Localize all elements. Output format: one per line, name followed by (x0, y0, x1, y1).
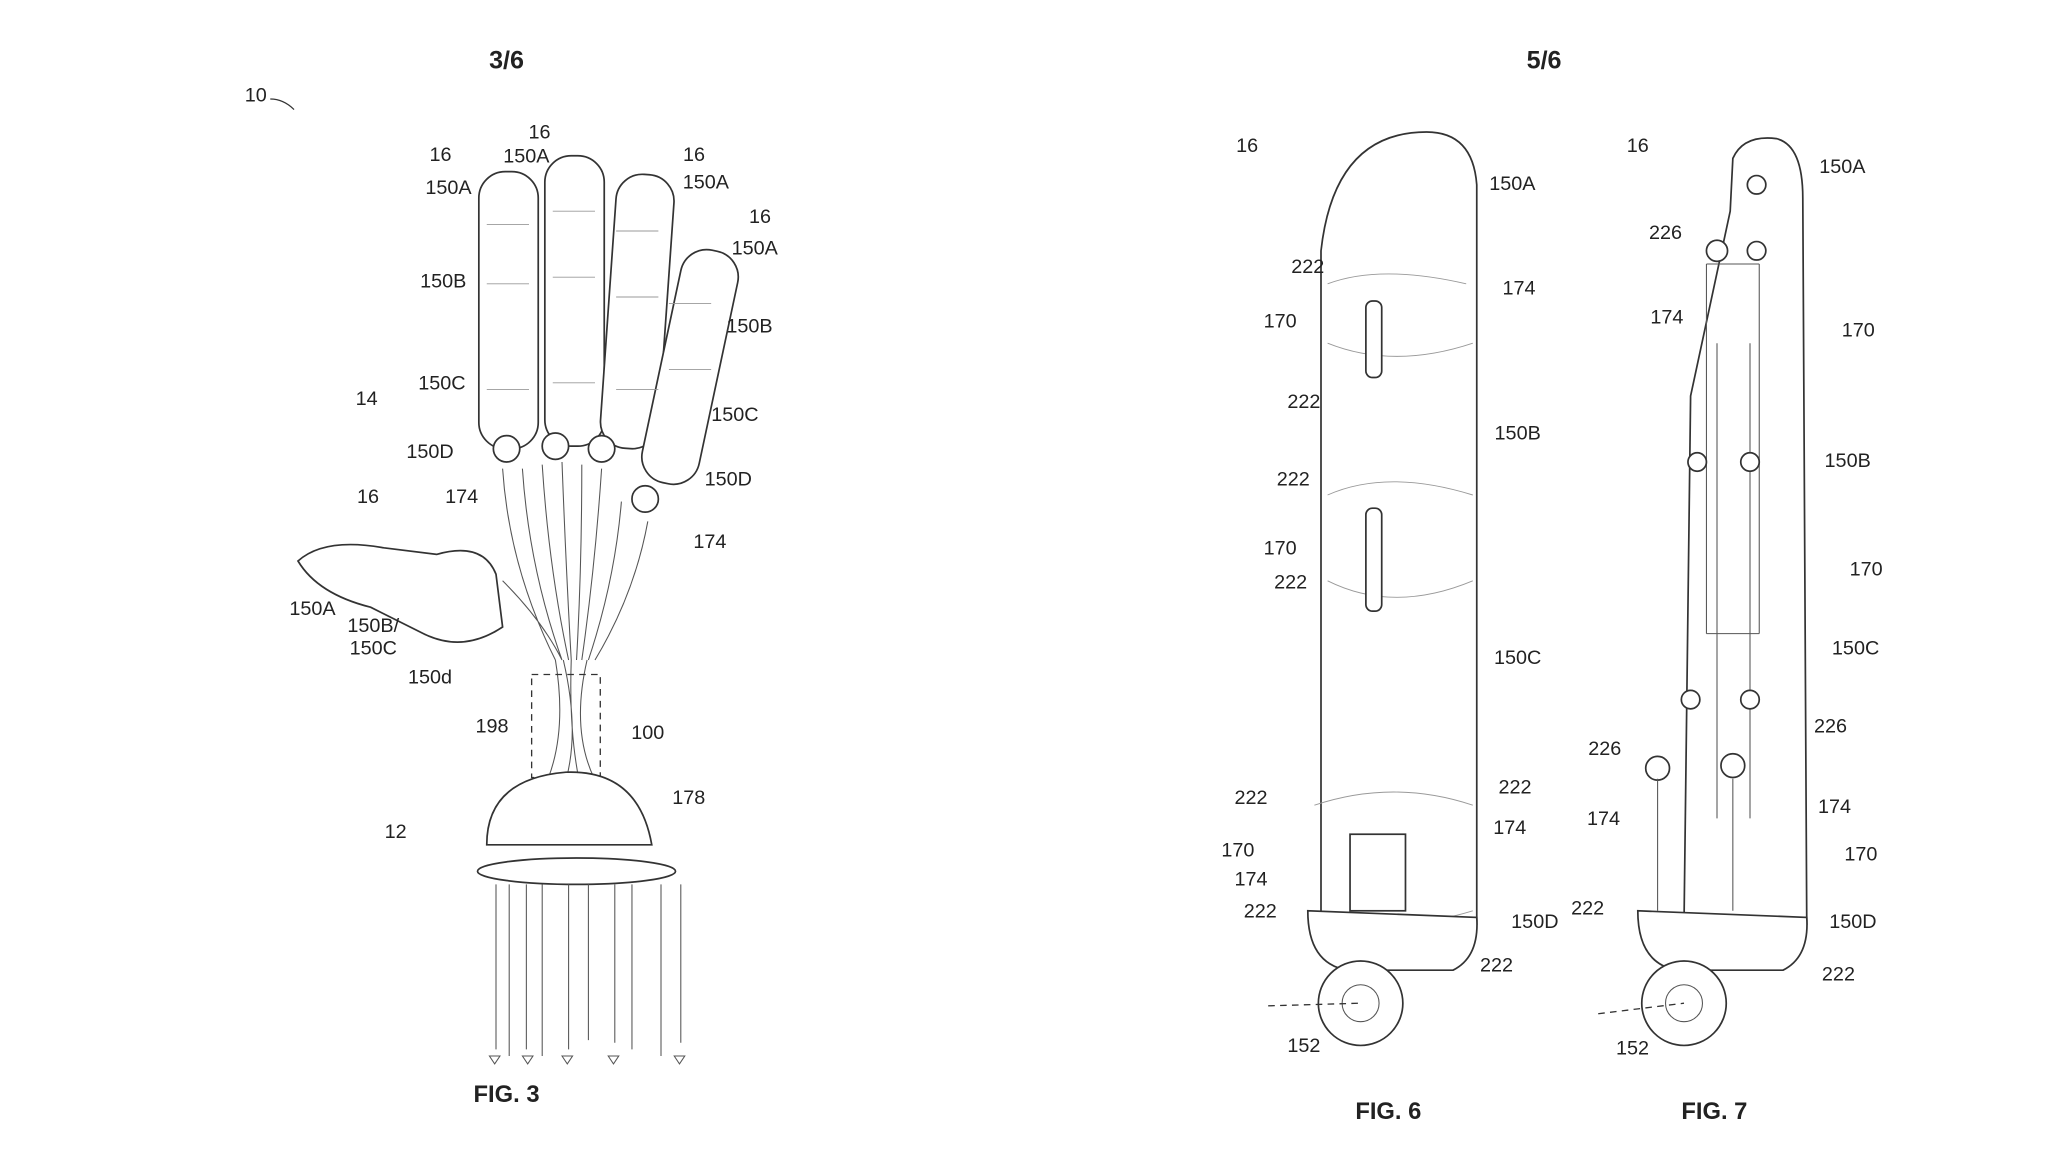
fig3-hand-drawing (296, 154, 740, 1065)
ref-10: 10 (245, 85, 267, 107)
ref-170: 170 (1264, 310, 1297, 332)
ref-222: 222 (1287, 391, 1320, 413)
ref-170: 170 (1264, 537, 1297, 559)
ref-16: 16 (749, 206, 771, 228)
ref-222: 222 (1571, 898, 1604, 920)
ref-150d: 150D (705, 469, 752, 491)
ref-170: 170 (1844, 844, 1877, 866)
ref-16: 16 (430, 144, 452, 166)
ref-150a: 150A (503, 145, 550, 167)
ref-174: 174 (1493, 817, 1526, 839)
ref-16: 16 (1627, 135, 1649, 157)
ref-150b: 150B (1825, 450, 1871, 472)
fig3-labels: 10 16 16 16 16 16 150A 150A 150A 150A 15… (245, 85, 779, 1108)
ref-174: 174 (445, 486, 478, 508)
ref-100: 100 (631, 722, 664, 744)
ref-178: 178 (672, 787, 705, 809)
ref-16: 16 (357, 486, 379, 508)
ref-152: 152 (1616, 1038, 1649, 1060)
ref-174: 174 (1235, 869, 1268, 891)
ref-222: 222 (1499, 776, 1532, 798)
ref-170: 170 (1842, 320, 1875, 342)
ref-222: 222 (1274, 572, 1307, 594)
fig7-labels: 16 150A 150B 150C 150D 152 226 226 226 1… (1571, 135, 1883, 1125)
ref-150a: 150A (1489, 173, 1536, 195)
ref-16: 16 (1236, 135, 1258, 157)
ref-150b-150c: 150C (350, 638, 397, 660)
ref-226: 226 (1588, 738, 1621, 760)
ref-150b: 150B (1495, 423, 1541, 445)
fig6-caption: FIG. 6 (1355, 1098, 1421, 1125)
ref-174: 174 (1650, 306, 1683, 328)
ref-174: 174 (1502, 277, 1535, 299)
ref-150a: 150A (425, 177, 472, 199)
fig7-caption: FIG. 7 (1681, 1098, 1747, 1125)
ref-152: 152 (1287, 1035, 1320, 1057)
ref-226: 226 (1649, 222, 1682, 244)
ref-16: 16 (683, 144, 705, 166)
ref-150a: 150A (1819, 156, 1866, 178)
fig3-caption: FIG. 3 (474, 1081, 540, 1108)
ref-16: 16 (529, 122, 551, 144)
sheet-number-right: 5/6 (1527, 47, 1562, 75)
ref-222: 222 (1822, 964, 1855, 986)
ref-12: 12 (385, 821, 407, 843)
ref-150b: 150B (420, 271, 466, 293)
ref-150b-150c: 150B/ (347, 615, 399, 637)
ref-150a: 150A (289, 598, 336, 620)
ref-150d-lower: 150d (408, 667, 452, 689)
ref-150c: 150C (711, 404, 758, 426)
ref-222: 222 (1291, 256, 1324, 278)
ref-198: 198 (476, 716, 509, 738)
ref-150b: 150B (726, 316, 772, 338)
ref-226: 226 (1814, 716, 1847, 738)
ref-174: 174 (693, 531, 726, 553)
ref-150a: 150A (683, 172, 730, 194)
ref-174: 174 (1587, 808, 1620, 830)
ref-150d: 150D (1829, 911, 1876, 933)
ref-150c: 150C (418, 372, 465, 394)
fig6-finger-drawing (1268, 131, 1478, 1047)
ref-150d: 150D (406, 441, 453, 463)
ref-222: 222 (1235, 787, 1268, 809)
ref-222: 222 (1480, 954, 1513, 976)
ref-150a: 150A (732, 238, 779, 260)
fig7-finger-drawing (1598, 137, 1808, 1047)
ref-170: 170 (1850, 558, 1883, 580)
ref-170: 170 (1221, 840, 1254, 862)
ref-150c: 150C (1494, 647, 1541, 669)
ref-14: 14 (356, 388, 378, 410)
ref-150c: 150C (1832, 638, 1879, 660)
fig6-labels: 16 150A 150B 150C 150D 152 222 222 222 2… (1221, 135, 1558, 1125)
ref-222: 222 (1277, 469, 1310, 491)
sheet-number-left: 3/6 (489, 47, 524, 75)
ref-150d: 150D (1511, 911, 1558, 933)
ref-174: 174 (1818, 796, 1851, 818)
ref-222: 222 (1244, 900, 1277, 922)
